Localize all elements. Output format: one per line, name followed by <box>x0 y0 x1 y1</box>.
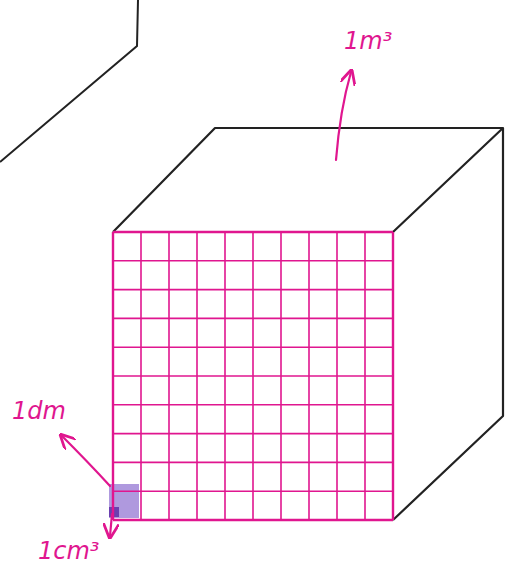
grid-line <box>113 433 393 435</box>
grid-line <box>113 318 393 320</box>
grid-line <box>113 519 393 521</box>
grid-line <box>113 375 393 377</box>
grid-line <box>113 346 393 348</box>
grid-line <box>113 404 393 406</box>
grid-line <box>113 231 393 233</box>
grid-line <box>113 490 393 492</box>
front-face-grid <box>113 232 393 520</box>
leader-arrow <box>110 514 112 536</box>
cube-edges <box>113 128 503 520</box>
volume-label: 1m³ <box>344 28 392 54</box>
leader-arrow <box>62 436 110 486</box>
background-edge <box>0 0 138 162</box>
leader-arrow <box>336 72 351 160</box>
grid-line <box>113 289 393 291</box>
leader-arrows <box>62 72 351 536</box>
grid-line <box>113 462 393 464</box>
volume-label: 1cm³ <box>38 538 99 564</box>
grid-line <box>113 260 393 262</box>
dimension-label: 1dm <box>12 398 66 424</box>
